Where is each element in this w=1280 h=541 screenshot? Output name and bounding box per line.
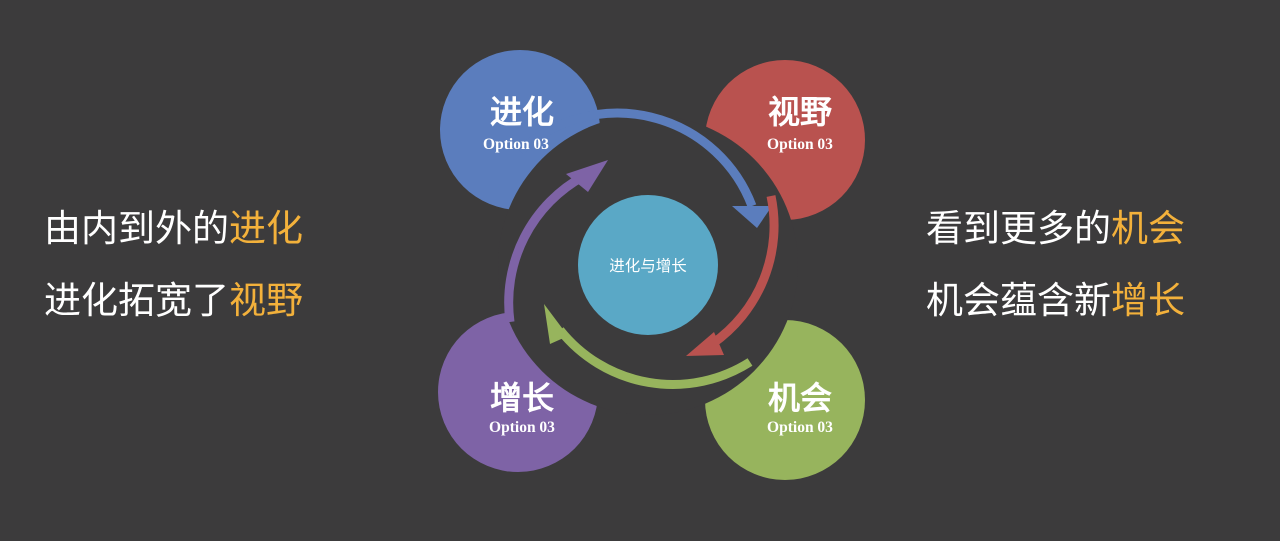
right-caption-line-2: 机会蕴含新增长	[926, 265, 1185, 337]
node-title-top-left: 进化	[490, 93, 554, 131]
left-line-1-highlight: 进化	[229, 207, 303, 250]
node-title-bottom-left: 增长	[490, 379, 554, 417]
right-line-1-text: 看到更多的	[926, 207, 1111, 250]
arrow-green-shaft	[556, 327, 753, 389]
arrow-purple-head	[566, 160, 608, 192]
right-caption: 看到更多的机会 机会蕴含新增长	[926, 193, 1185, 337]
left-caption: 由内到外的进化 进化拓宽了视野	[44, 193, 303, 337]
node-subtitle-top-right: Option 03	[767, 136, 833, 153]
center-label: 进化与增长	[609, 257, 687, 275]
left-caption-line-2: 进化拓宽了视野	[44, 265, 303, 337]
arrow-green-head	[544, 304, 568, 344]
node-subtitle-bottom-left: Option 03	[489, 419, 555, 436]
arrow-blue-shaft	[516, 108, 757, 208]
center-circle	[578, 195, 718, 335]
right-line-2-text: 机会蕴含新	[926, 279, 1111, 322]
right-line-1-highlight: 机会	[1111, 207, 1185, 250]
arrow-blue-head	[732, 206, 772, 228]
right-caption-line-1: 看到更多的机会	[926, 193, 1185, 265]
arrow-purple-shaft	[504, 172, 587, 323]
node-title-top-right: 视野	[768, 93, 832, 131]
right-line-2-highlight: 增长	[1111, 279, 1185, 322]
arrow-red-shaft	[709, 195, 779, 348]
left-caption-line-1: 由内到外的进化	[44, 193, 303, 265]
arrow-bottom-right-to-bottom-left	[544, 304, 753, 389]
arrow-red-head	[686, 332, 724, 356]
arrow-top-right-to-bottom-right	[686, 195, 779, 356]
left-line-2-text: 进化拓宽了	[44, 279, 229, 322]
node-subtitle-top-left: Option 03	[483, 136, 549, 153]
left-line-1-text: 由内到外的	[44, 207, 229, 250]
arrow-bottom-left-to-top-left	[504, 160, 608, 323]
node-title-bottom-right: 机会	[768, 379, 832, 417]
node-subtitle-bottom-right: Option 03	[767, 419, 833, 436]
left-line-2-highlight: 视野	[229, 279, 303, 322]
arrow-top-left-to-top-right	[516, 108, 772, 228]
